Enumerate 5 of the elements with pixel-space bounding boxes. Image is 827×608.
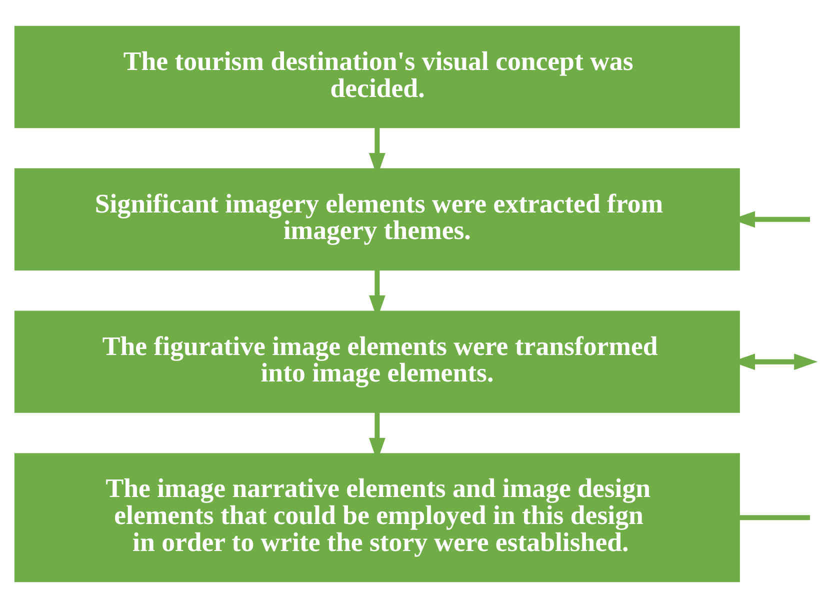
node-box: The image narrative elements and image design elements that could be employed in this design in order to write the story were established. <box>14 453 740 582</box>
node-box: The tourism destination's visual concept was decided. <box>14 26 740 128</box>
connector <box>739 515 810 520</box>
node-box: The figurative image elements were transformed into image elements. <box>14 310 740 413</box>
node-box: Significant imagery elements were extracted from imagery themes. <box>14 168 740 270</box>
